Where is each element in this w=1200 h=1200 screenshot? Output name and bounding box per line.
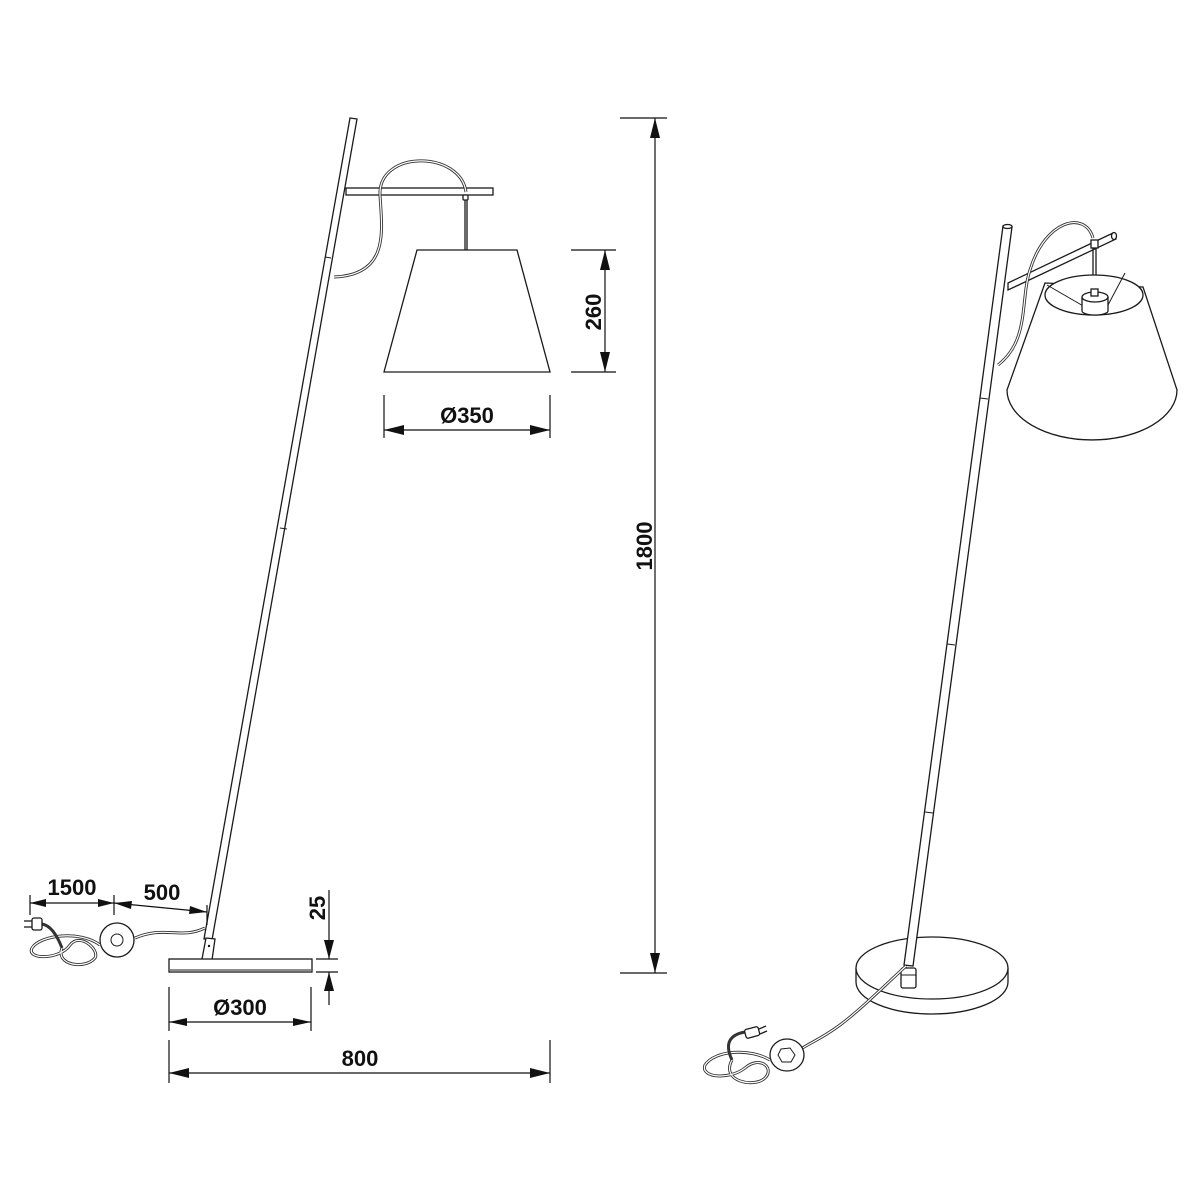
power-cord (24, 917, 206, 967)
dim-base-diameter-label: Ø300 (213, 995, 267, 1020)
lamp-shade (383, 249, 551, 373)
lamp-arm (345, 187, 494, 250)
dim-cord-to-switch: 1500 (29, 875, 115, 915)
dim-shade-diameter: Ø350 (383, 395, 551, 438)
perspective-arm (1007, 231, 1118, 292)
perspective-view (703, 221, 1178, 1085)
dim-base-height-label: 25 (305, 896, 330, 920)
lamp-cable-upper (333, 159, 468, 279)
dim-shade-diameter-label: Ø350 (440, 403, 494, 428)
dim-shade-height-label: 260 (581, 294, 606, 331)
foot-switch-icon (99, 922, 135, 958)
perspective-cable (997, 221, 1095, 367)
perspective-pole (900, 223, 1013, 989)
dim-cord-to-switch-label: 1500 (48, 875, 97, 900)
perspective-shade (1006, 272, 1178, 441)
perspective-base (855, 936, 1009, 1015)
dim-base-diameter: Ø300 (168, 987, 312, 1031)
perspective-foot-switch-icon (769, 1038, 805, 1072)
plug-icon (24, 917, 64, 949)
perspective-cord (703, 964, 908, 1085)
dim-shade-height: 260 (571, 249, 616, 373)
dim-switch-to-base: 500 (113, 880, 208, 925)
dim-total-width-label: 800 (342, 1046, 379, 1071)
lamp-base (168, 958, 313, 973)
side-elevation-view: 1800 260 Ø350 25 (24, 117, 667, 1083)
dim-base-height: 25 (305, 890, 338, 1005)
dim-total-height: 1800 (620, 117, 667, 974)
dim-switch-to-base-label: 500 (144, 880, 181, 905)
lamp-pole (201, 117, 358, 961)
dim-total-height-label: 1800 (632, 522, 657, 571)
dim-total-width: 800 (168, 1040, 551, 1083)
perspective-plug-icon (744, 1025, 768, 1039)
